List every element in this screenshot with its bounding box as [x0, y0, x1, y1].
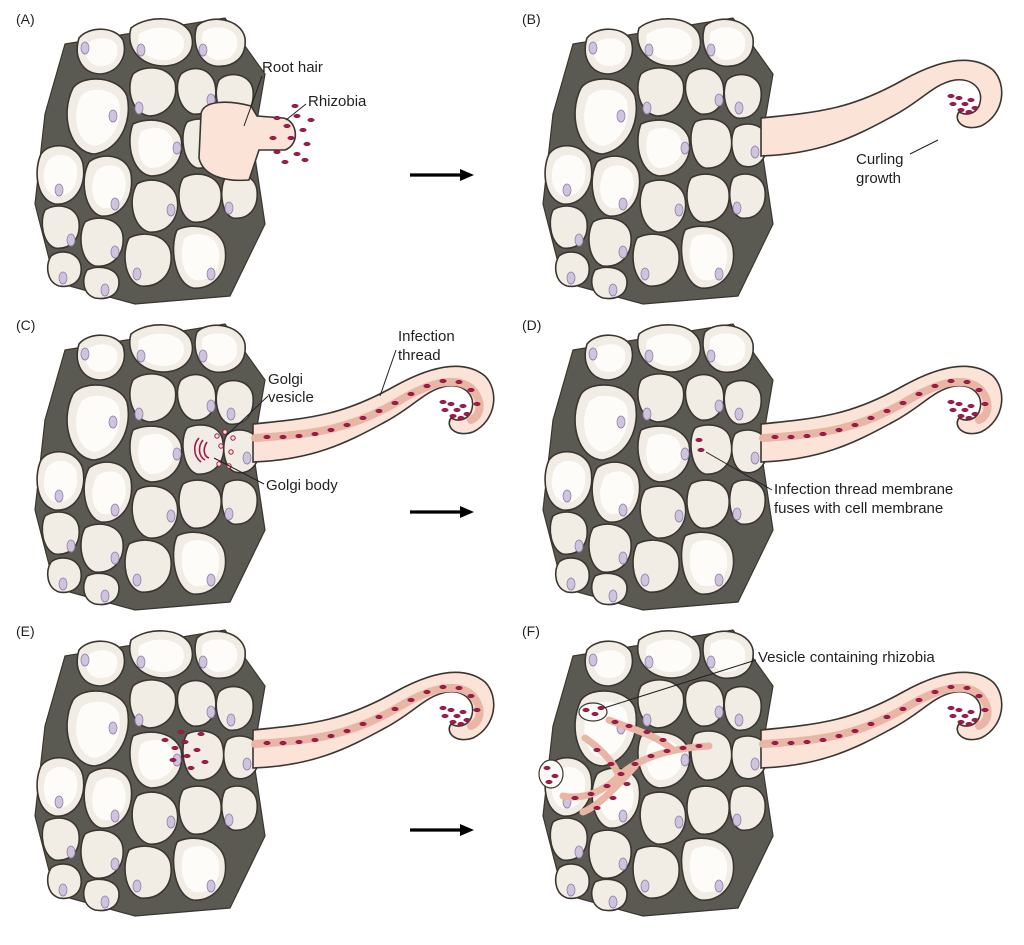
progression-arrow-2: [410, 506, 474, 518]
curling-label-2: growth: [856, 170, 901, 187]
infection-thread-label-1: Infection: [398, 328, 455, 345]
infection-thread-leader: [379, 349, 397, 397]
golgi-vesicle-label-1: Golgi: [268, 371, 303, 388]
panel-label-b: (B): [522, 11, 541, 27]
panel-label-a: (A): [16, 11, 35, 27]
infection-thread-label-2: thread: [398, 347, 441, 364]
panel-label-c: (C): [16, 317, 35, 333]
golgi-body-leader: [213, 457, 265, 485]
rhizobia-vesicle-left: [538, 759, 564, 789]
root-hair-leader: [243, 75, 263, 127]
fuse-label-1: Infection thread membrane: [774, 481, 953, 498]
golgi-vesicle-leader: [225, 395, 269, 437]
panel-label-d: (D): [522, 317, 541, 333]
panel-e: [34, 629, 495, 917]
golgi-body-label: Golgi body: [266, 477, 338, 494]
fuse-label-2: fuses with cell membrane: [774, 500, 943, 517]
root-hair-label: Root hair: [262, 59, 323, 76]
panel-b: [542, 17, 1003, 305]
curling-leader: [909, 139, 939, 155]
vesicle-leader: [603, 659, 757, 709]
panel-label-f: (F): [522, 623, 540, 639]
golgi-vesicle-label-2: vesicle: [268, 389, 314, 406]
progression-arrow-3: [410, 824, 474, 836]
golgi-body: [193, 437, 210, 463]
fuse-leader: [705, 451, 773, 491]
panel-a: [34, 17, 315, 305]
golgi-vesicles: [214, 429, 236, 469]
panel-c: [34, 323, 495, 611]
vesicle-label: Vesicle containing rhizobia: [758, 649, 935, 666]
panel-label-e: (E): [16, 623, 35, 639]
rhizobia-label: Rhizobia: [308, 93, 367, 110]
curling-label-1: Curling: [856, 151, 904, 168]
progression-arrow-1: [410, 169, 474, 181]
panel-f: [538, 629, 1003, 917]
panel-d: [542, 323, 1003, 611]
rhizobia-leader: [285, 103, 307, 121]
rhizobia-vesicle-upper: [578, 702, 608, 722]
